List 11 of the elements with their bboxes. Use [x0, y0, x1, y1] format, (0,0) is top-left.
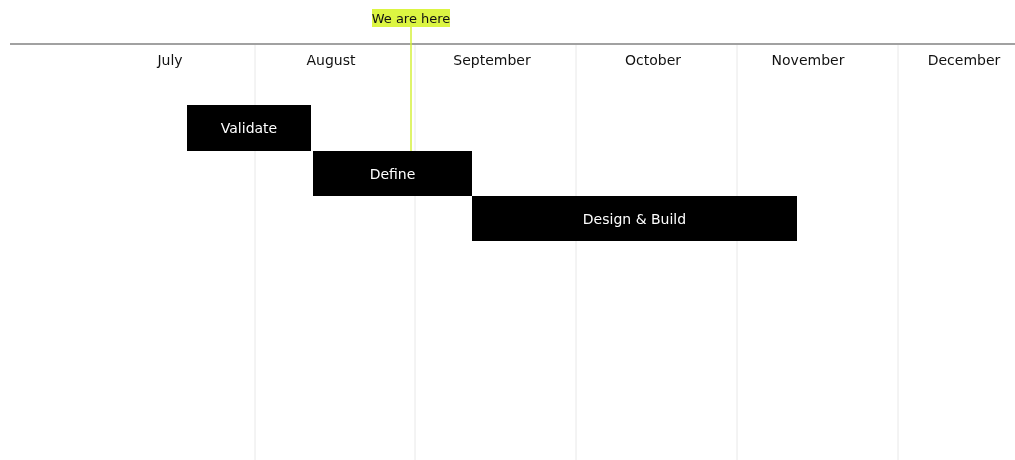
task-bar: Validate [187, 105, 311, 151]
task-bar: Define [313, 151, 472, 196]
month-label: October [625, 52, 681, 68]
month-label: December [927, 52, 1001, 68]
leader-line [410, 26, 412, 152]
task-bar: Design & Build [472, 196, 797, 241]
month-label: September [453, 52, 531, 68]
today-marker-label: We are here [372, 9, 450, 27]
month-label: August [306, 52, 356, 68]
month-label: November [771, 52, 845, 68]
month-label: July [157, 52, 183, 68]
